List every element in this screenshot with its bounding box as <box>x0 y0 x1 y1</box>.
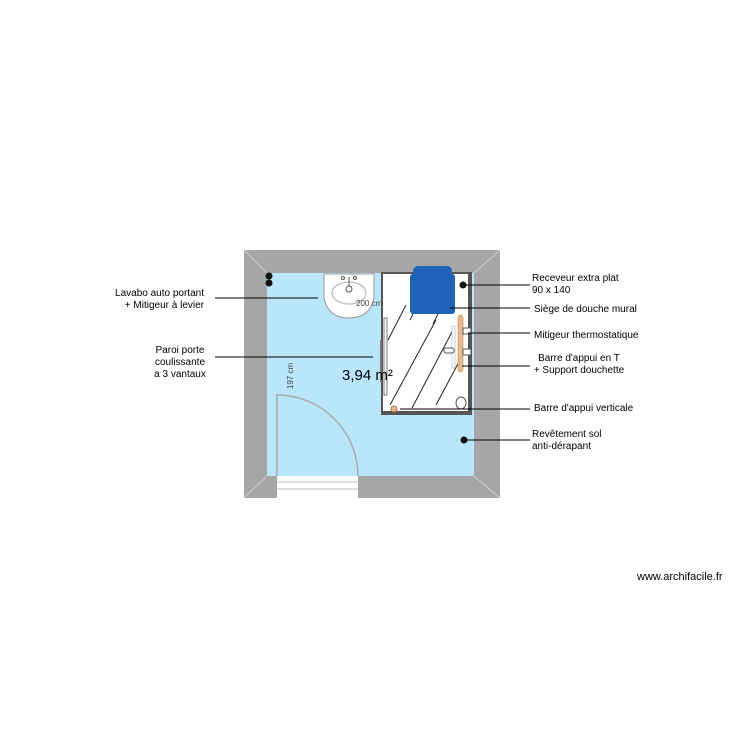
label-siege: Siège de douche mural <box>534 304 637 315</box>
label-revetement-line2: anti-dérapant <box>532 441 591 452</box>
wall-corners <box>243 249 501 499</box>
label-paroi-line3: a 3 vantaux <box>154 369 206 380</box>
label-barre-t-line1: Barre d'appui en T <box>538 353 620 364</box>
label-barre-t: Barre d'appui en T + Support douchette <box>526 353 632 377</box>
shower-glass-panel[interactable] <box>380 317 388 396</box>
vertical-grab-bar[interactable] <box>390 405 398 413</box>
t-grab-bar[interactable] <box>443 314 464 373</box>
corner-marker <box>265 272 273 287</box>
area-label: 3,94 m² <box>342 367 393 384</box>
width-dimension: 200 cm <box>356 299 383 308</box>
shower-seat[interactable] <box>410 266 455 314</box>
door-swing-arc <box>276 394 359 477</box>
leader-lines <box>215 284 530 441</box>
label-receveur-line1: Receveur extra plat <box>532 273 619 284</box>
label-lavabo-line1: Lavabo auto portant <box>115 288 204 299</box>
label-paroi-line1: Paroi porte <box>155 345 205 356</box>
height-dimension: 197 cm <box>286 362 296 390</box>
label-mitigeur: Mitigeur thermostatique <box>534 330 639 341</box>
label-receveur-line2: 90 x 140 <box>532 285 571 296</box>
door-opening[interactable] <box>276 394 359 498</box>
label-barre-verticale: Barre d'appui verticale <box>534 403 634 414</box>
label-paroi: Paroi porte coulissante a 3 vantaux <box>150 345 210 381</box>
washbasin[interactable] <box>323 273 375 319</box>
shower-tray[interactable] <box>381 272 472 415</box>
label-revetement: Revêtement sol anti-dérapant <box>532 429 601 453</box>
label-lavabo-line2: + Mitigeur à levier <box>124 300 204 311</box>
thermostatic-mixer[interactable] <box>462 327 472 356</box>
watermark: www.archifacile.fr <box>637 571 723 583</box>
label-barre-t-line2: + Support douchette <box>533 365 625 376</box>
label-receveur: Receveur extra plat 90 x 140 <box>532 273 619 297</box>
label-paroi-line2: coulissante <box>154 357 206 368</box>
label-lavabo: Lavabo auto portant + Mitigeur à levier <box>115 288 204 312</box>
label-revetement-line1: Revêtement sol <box>532 429 602 440</box>
